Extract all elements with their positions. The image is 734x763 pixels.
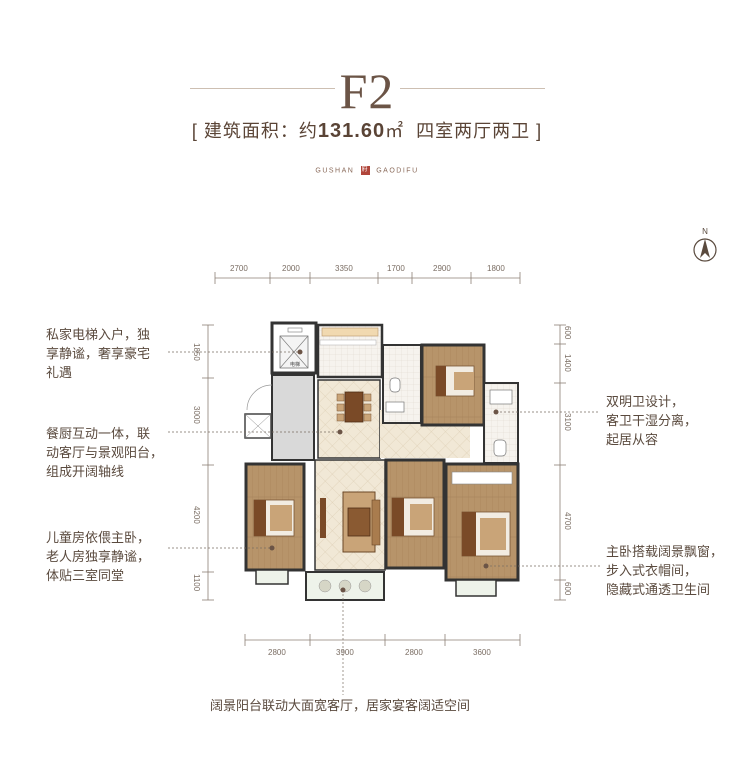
compass-icon: N: [693, 227, 717, 262]
page-title: F2: [339, 63, 395, 119]
dim-top-2: 2000: [282, 264, 300, 273]
note-line: 起居从容: [606, 432, 659, 447]
note-dining-kitchen: 餐厨互动一体，联 动客厅与景观阳台， 组成开阔轴线: [46, 424, 163, 481]
subtitle-area: 131.60: [317, 120, 386, 142]
dim-top-3: 3350: [335, 264, 353, 273]
brand-seal-icon: 府: [360, 166, 370, 175]
dim-right-1: 600: [563, 326, 572, 340]
note-balcony: 阔景阳台联动大面宽客厅，居家宴客阔适空间: [210, 698, 471, 713]
note-line: 客卫干湿分离，: [606, 413, 698, 428]
note-line: 主卧搭载阔景飘窗，: [606, 544, 724, 559]
note-line: 组成开阔轴线: [46, 464, 125, 479]
dim-left-4: 1100: [192, 574, 201, 592]
note-line: 双明卫设计，: [606, 394, 685, 409]
dim-right-4: 4700: [563, 512, 572, 530]
dim-left-2: 3000: [192, 406, 201, 424]
dim-top-6: 1800: [487, 264, 505, 273]
note-line: 礼遇: [46, 365, 73, 380]
note-line: 体贴三室同堂: [46, 568, 125, 583]
page-subtitle: [ 建筑面积：约131.60㎡ 四室两厅两卫 ]: [0, 117, 734, 143]
dim-bottom-1: 2800: [268, 648, 286, 657]
note-line: 私家电梯入户，独: [46, 327, 151, 342]
subtitle-layout: 四室两厅两卫: [416, 121, 531, 141]
subtitle-unit: ㎡: [385, 121, 405, 141]
brand-right: GAODIFU: [376, 167, 419, 175]
elevator-shaft: 电梯: [270, 321, 318, 375]
note-line: 动客厅与景观阳台，: [46, 445, 164, 460]
brand-mark: GUSHAN 府 GAODIFU: [0, 166, 734, 175]
note-entry-elevator: 私家电梯入户，独 享静谧，奢享豪宅 礼遇: [46, 325, 150, 382]
dim-top-4: 1700: [387, 264, 405, 273]
note-line: 儿童房依偎主卧，: [46, 530, 151, 545]
note-line: 隐藏式通透卫生间: [606, 582, 711, 597]
subtitle-bracket-close: ]: [536, 121, 543, 141]
note-bathrooms: 双明卫设计， 客卫干湿分离， 起居从容: [606, 392, 697, 449]
note-line: 餐厨互动一体，联: [46, 426, 151, 441]
note-bedrooms: 儿童房依偎主卧， 老人房独享静谧， 体贴三室同堂: [46, 528, 150, 585]
title-rule-right: [400, 88, 545, 89]
brand-left: GUSHAN: [315, 167, 355, 175]
title-rule-left: [190, 88, 335, 89]
note-line: 步入式衣帽间，: [606, 563, 698, 578]
subtitle-prefix: 建筑面积：约: [203, 121, 318, 141]
subtitle-bracket-open: [: [191, 121, 198, 141]
dim-top-1: 2700: [230, 264, 248, 273]
dim-bottom-2: 3900: [336, 648, 354, 657]
dim-right-2: 1400: [563, 354, 572, 372]
note-line: 享静谧，奢享豪宅: [46, 346, 151, 361]
dim-right-3: 3100: [563, 413, 572, 431]
note-line: 老人房独享静谧，: [46, 549, 151, 564]
dim-bottom-4: 3600: [473, 648, 491, 657]
dim-top-5: 2900: [433, 264, 451, 273]
elevator-label: 电梯: [290, 361, 300, 368]
dim-left-3: 4200: [192, 506, 201, 524]
dim-bottom-3: 2800: [405, 648, 423, 657]
note-master-bedroom: 主卧搭载阔景飘窗， 步入式衣帽间， 隐藏式通透卫生间: [606, 542, 723, 599]
dim-right-5: 600: [563, 582, 572, 596]
compass-label: N: [702, 227, 708, 236]
